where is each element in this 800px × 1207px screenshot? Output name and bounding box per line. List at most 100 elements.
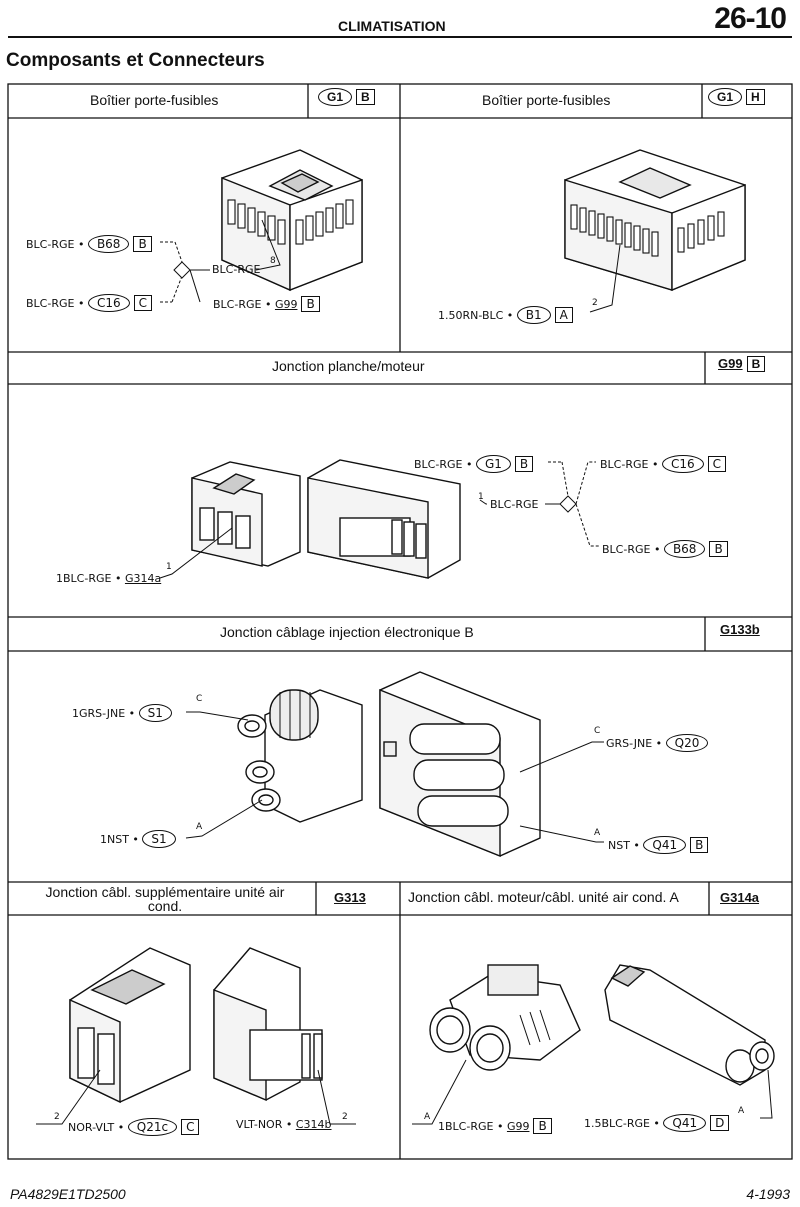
connector-code: G314a <box>124 572 162 585</box>
junction-g314a-drawing <box>429 964 775 1086</box>
pin-letter: A <box>738 1106 745 1116</box>
pin-letter: A <box>594 828 601 838</box>
junction-g314a-wiring <box>412 1059 773 1125</box>
wire-color: BLC-RGE <box>26 297 75 310</box>
label-mid-wire: BLC-RGE <box>212 263 261 276</box>
variant-box: C <box>707 456 726 472</box>
variant-box: B <box>356 89 375 105</box>
label-g314a: 1BLC-RGE • G314a <box>56 572 162 585</box>
junction-g313-drawing <box>69 947 323 1104</box>
connector-code: Q21c <box>127 1118 178 1136</box>
pin-number: 1 <box>478 492 484 502</box>
code-g313: G313 <box>334 890 366 905</box>
fuse-box-connector-b-drawing <box>221 149 363 292</box>
pin-letter: A <box>424 1112 431 1122</box>
junction-g133b-wiring <box>185 711 604 843</box>
variant-box: C <box>181 1119 200 1135</box>
label-s1-bottom: 1NST • S1 <box>100 830 176 848</box>
page-number: 26-10 <box>714 2 787 35</box>
wire-color: NOR-VLT <box>68 1121 115 1134</box>
connector-code: Q20 <box>665 734 709 752</box>
variant-box: H <box>746 89 765 105</box>
connector-code: G1 <box>475 455 511 473</box>
wire-color: 1.50RN-BLC <box>438 309 504 322</box>
variant-box: D <box>710 1115 730 1131</box>
fuse-box-connector-h-drawing <box>564 149 746 292</box>
pin-letter: A <box>196 822 203 832</box>
variant-box: B <box>709 541 728 557</box>
pin-number: 2 <box>342 1112 348 1122</box>
code-label: G313 <box>334 890 366 905</box>
label-mid-wire: BLC-RGE <box>490 498 539 511</box>
wire-color: 1BLC-RGE <box>56 572 112 585</box>
pin-letter: C <box>196 694 203 704</box>
connector-code: S1 <box>138 704 172 722</box>
cell-title-g99: Jonction planche/moteur <box>272 358 425 374</box>
junction-g99-drawing <box>191 459 461 579</box>
connector-code: C314b <box>295 1118 332 1131</box>
variant-box: B <box>301 296 320 312</box>
connector-code: Q41 <box>643 836 687 854</box>
connector-code: G99 <box>274 298 298 311</box>
wire-color: VLT-NOR <box>236 1118 283 1131</box>
pin-number: 2 <box>54 1112 60 1122</box>
pin-number: 1 <box>166 562 172 572</box>
wire-color: 1NST <box>100 833 129 846</box>
connector-code: B68 <box>87 235 130 253</box>
connector-code: Q41 <box>663 1114 707 1132</box>
wire-color: NST <box>608 839 630 852</box>
variant-box: B <box>746 356 766 372</box>
wire-color: BLC-RGE <box>213 298 262 311</box>
code-g314a: G314a <box>720 890 759 905</box>
doc-date: 4-1993 <box>746 1186 790 1202</box>
variant-box: B <box>133 236 152 252</box>
wire-color: BLC-RGE <box>602 543 651 556</box>
label-q20: GRS-JNE • Q20 <box>606 734 709 752</box>
pin-number: 8 <box>270 256 276 266</box>
variant-box: A <box>554 307 573 323</box>
connector-code: G99 <box>506 1120 530 1133</box>
code-label: G133b <box>720 622 760 637</box>
pin-letter: C <box>594 726 601 736</box>
wire-color: 1.5BLC-RGE <box>584 1117 650 1130</box>
fuse-box-h-wiring <box>589 244 621 313</box>
pin-number: 2 <box>592 298 598 308</box>
connector-code: B68 <box>663 540 706 558</box>
connector-code: B1 <box>516 306 551 324</box>
doc-reference: PA4829E1TD2500 <box>10 1186 126 1202</box>
cell-title-g1h: Boîtier porte-fusibles <box>482 92 611 108</box>
label-c314b: VLT-NOR • C314b <box>236 1118 332 1131</box>
variant-box: B <box>514 456 534 472</box>
code-g133b: G133b <box>720 622 760 637</box>
header-rule <box>8 36 792 38</box>
connector-code: C16 <box>661 455 704 473</box>
variant-box: B <box>690 837 709 853</box>
wire-color: BLC-RGE <box>600 458 649 471</box>
code-label: G314a <box>720 890 760 905</box>
code-label: G99 <box>718 356 743 371</box>
fuse-box-b-wiring <box>160 219 281 303</box>
code-oval: G1 <box>318 88 353 106</box>
section-title: Composants et Connecteurs <box>6 50 265 71</box>
cell-title-g1b: Boîtier porte-fusibles <box>90 92 219 108</box>
connector-code: S1 <box>142 830 176 848</box>
code-oval: G1 <box>708 88 743 106</box>
variant-box: B <box>533 1118 552 1134</box>
cell-title-g133b: Jonction câblage injection électronique … <box>220 624 474 640</box>
chapter-title: CLIMATISATION <box>338 18 446 34</box>
wire-color: GRS-JNE <box>606 737 653 750</box>
label-s1-top: 1GRS-JNE • S1 <box>72 704 172 722</box>
cell-title-g313: Jonction câbl. supplémentaire unité air … <box>45 884 285 914</box>
wire-color: 1BLC-RGE <box>438 1120 494 1133</box>
